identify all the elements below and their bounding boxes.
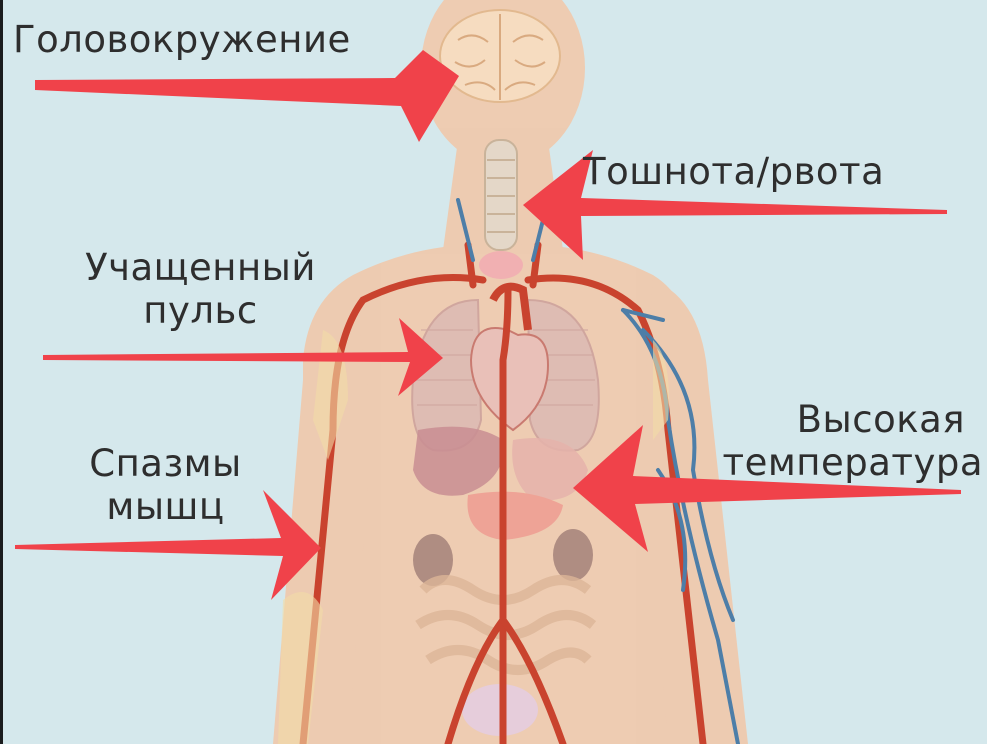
label-high-fever: Высокая температура (663, 398, 983, 484)
label-high-fever-line1: Высокая (663, 398, 983, 441)
label-muscle-spasms-line2: мышц (58, 485, 273, 528)
label-nausea: Тошнота/рвота (583, 150, 884, 193)
label-muscle-spasms: Спазмы мышц (58, 442, 273, 528)
brain-icon (440, 10, 560, 102)
arrow-to-brain (35, 50, 459, 142)
label-rapid-pulse-line2: пульс (58, 289, 343, 332)
anatomy-illustration (3, 0, 987, 744)
label-dizziness: Головокружение (13, 18, 351, 61)
label-rapid-pulse: Учащенный пульс (58, 246, 343, 332)
label-muscle-spasms-line1: Спазмы (58, 442, 273, 485)
infographic-canvas: Головокружение Тошнота/рвота Учащенный п… (3, 0, 987, 744)
label-rapid-pulse-line1: Учащенный (58, 246, 343, 289)
label-high-fever-line2: температура (663, 441, 983, 484)
trachea-icon (479, 140, 523, 279)
